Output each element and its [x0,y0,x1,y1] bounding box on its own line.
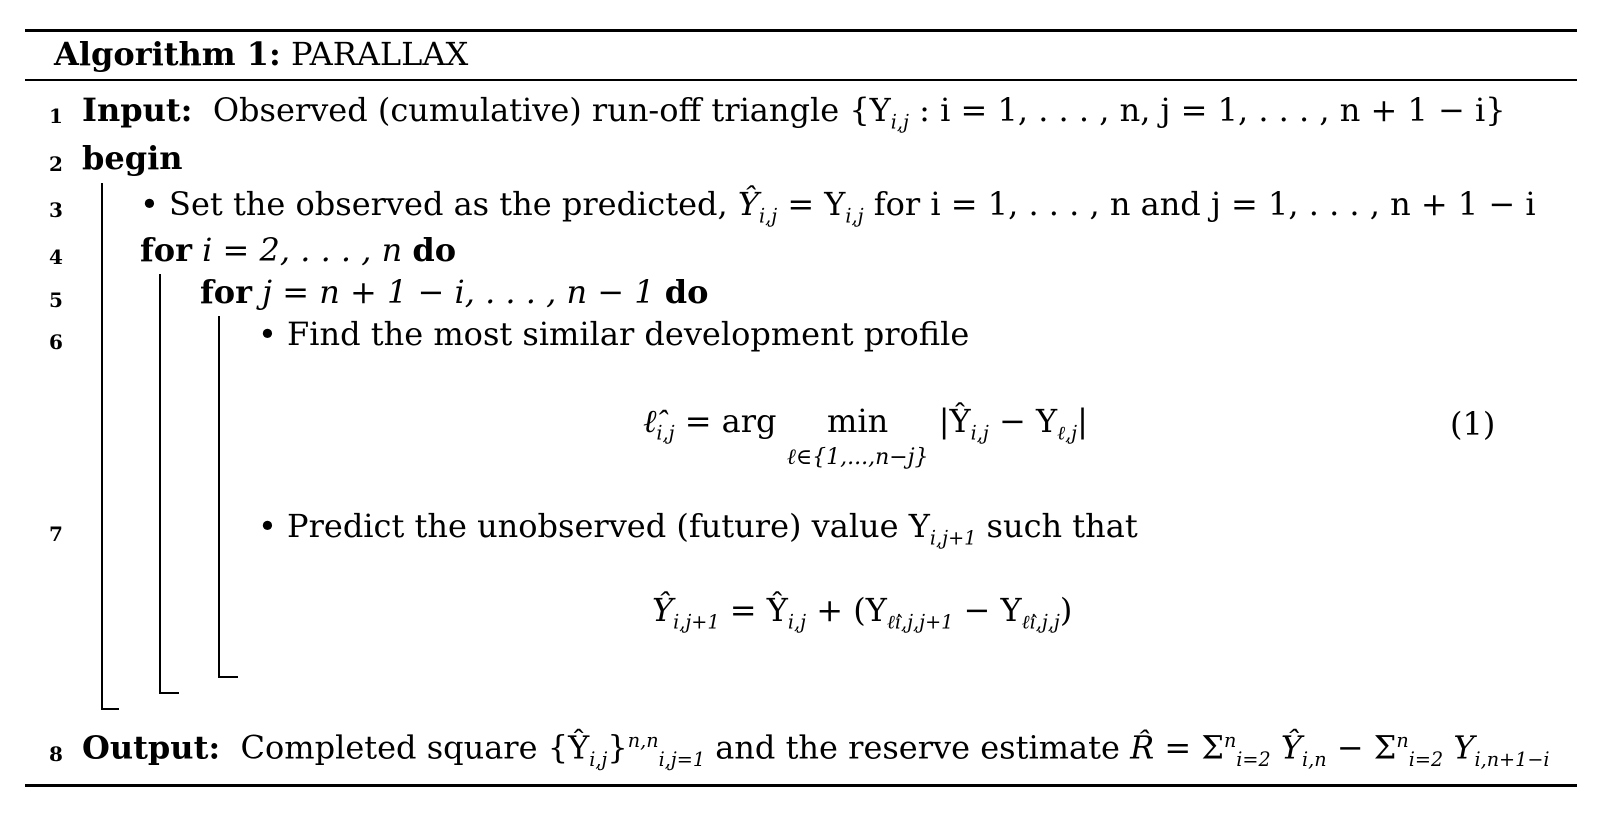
input-text-2: : i = 1, . . . , n, j = 1, . . . , n + 1… [908,91,1506,129]
output-reserve: R̂ [1130,728,1155,767]
line-number-7: 7 [49,522,63,546]
output-keyword: Output: [82,728,221,767]
eq2-sub-b: ℓ̂i,j,j [1021,610,1060,634]
output-rest: and the reserve estimate [705,728,1131,767]
equation-number: (1) [1450,405,1496,443]
line-number-4: 4 [49,245,63,269]
caption-rule [25,79,1577,81]
output-sub3: i=2 [1236,748,1271,772]
output-sup3: n [1223,729,1237,752]
eq1-lhs: ℓ̂ [643,402,657,440]
equation-1: ℓ̂i,j = arg min ℓ∈{1,...,n−j} |Ŷi,j − Yℓ… [643,405,1088,469]
line-number-5: 5 [49,288,63,312]
scope-end-inner-for [218,676,238,678]
eq1-body-sub1: i,j [970,421,989,445]
line-3-yhat: Ŷ [737,185,759,223]
line-5: for j = n + 1 − i, . . . , n − 1 do [200,276,708,308]
output-sup2: n,n [627,729,659,752]
equation-2: Ŷi,j+1 = Ŷi,j + (Yℓ̂i,j,j+1 − Yℓ̂i,j,j) [652,594,1072,632]
eq1-eq: = arg [674,402,787,440]
eq2-eq: = Ŷ [719,591,788,629]
algorithm-caption: Algorithm 1: PARALLAX [54,38,468,70]
caption-label: Algorithm 1: [54,35,281,73]
line-number-2: 2 [49,152,63,176]
line-number-6: 6 [49,330,63,354]
eq2-minus: − Y [953,591,1022,629]
output-sub5: i=2 [1408,748,1444,772]
begin-keyword: begin [82,139,183,177]
eq2-sub-a: ℓ̂i,j,j+1 [886,610,954,634]
output-sup5: n [1396,729,1409,752]
do-keyword-inner: do [664,273,709,311]
eq1-body-3: | [1077,402,1088,440]
line-1: Input: Observed (cumulative) run-off tri… [82,94,1506,132]
for-keyword-inner: for [200,273,252,311]
line-3-rest: for i = 1, . . . , n and j = 1, . . . , … [863,185,1536,223]
eq2-lhs-sub: i,j+1 [673,610,720,634]
line-7-rest: such that [976,507,1138,545]
line-number-1: 1 [49,104,63,128]
line-3-sub2: i,j [845,204,864,228]
output-text-2: } [607,728,628,767]
eq1-body-sub2: ℓ,j [1057,421,1078,445]
scope-bar-outer-for [159,274,161,694]
output-sub4: i,n [1302,748,1327,772]
output-sub1: i,j [589,748,608,772]
line-3-text: • Set the observed as the predicted, [140,185,738,223]
eq1-op-sub: ℓ∈{1,...,n−j} [786,445,929,470]
line-3-eq: = Y [777,185,846,223]
scope-end-outer-for [159,692,179,694]
line-4: for i = 2, . . . , n do [140,234,456,266]
caption-name: PARALLAX [291,35,469,73]
for-keyword-outer: for [140,231,192,269]
eq2-lhs: Ŷ [652,591,674,629]
line-7-sub: i,j+1 [929,526,977,550]
line-8: Output: Completed square {Ŷi,j}n,ni,j=1 … [82,731,1550,769]
output-sub6: i,n+1−i [1474,748,1550,772]
line-3: • Set the observed as the predicted, Ŷi,… [140,188,1536,226]
top-rule [25,29,1577,32]
eq2-close: ) [1059,591,1073,629]
output-sub2: i,j=1 [658,748,706,772]
outer-loop-range: i = 2, . . . , n [191,231,413,269]
input-sub: i,j [890,110,909,134]
scope-bar-begin [101,183,103,710]
output-rest-2: = Σ [1154,728,1224,767]
input-keyword: Input: [82,91,193,129]
line-6: • Find the most similar development prof… [258,315,970,353]
inner-loop-range: j = n + 1 − i, . . . , n − 1 [251,273,665,311]
scope-end-begin [101,708,119,710]
eq1-body: |Ŷ [938,402,971,440]
line-number-3: 3 [49,198,63,222]
eq2-plus: + (Y [806,591,887,629]
output-rest-5: Y [1443,728,1475,767]
output-rest-3: Ŷ [1270,728,1303,767]
output-rest-4: − Σ [1326,728,1397,767]
output-text: Completed square {Ŷ [240,728,590,767]
eq1-op: min [827,402,889,440]
line-7: • Predict the unobserved (future) value … [258,510,1138,548]
line-7-text: • Predict the unobserved (future) value … [258,507,930,545]
bottom-rule [25,784,1577,787]
scope-bar-inner-for [218,316,220,678]
input-text: Observed (cumulative) run-off triangle {… [212,91,891,129]
eq1-body-2: − Y [988,402,1058,440]
line-3-sub1: i,j [758,204,778,228]
do-keyword-outer: do [412,231,457,269]
eq2-eq-sub: i,j [787,610,807,634]
line-number-8: 8 [49,742,63,766]
eq1-lhs-sub: i,j [656,421,675,445]
